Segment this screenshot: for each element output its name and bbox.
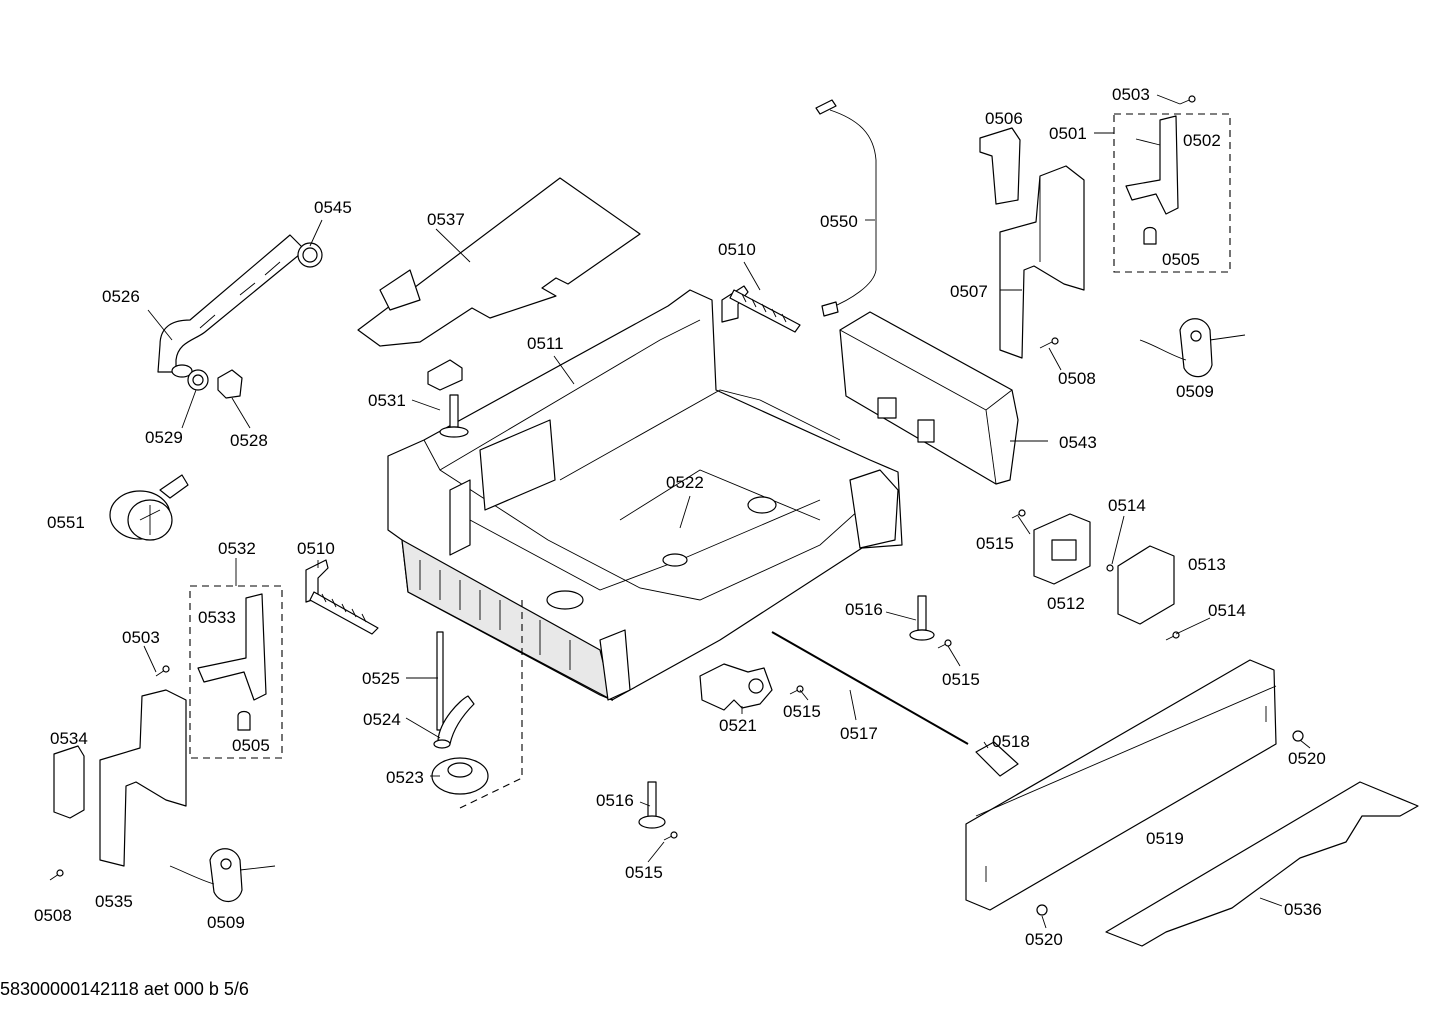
label-0526: 0526 (102, 287, 140, 306)
hinge-spring-0510-upper (721, 285, 801, 333)
bracket-0535 (99, 689, 187, 867)
label-0513: 0513 (1188, 555, 1226, 574)
label-0515-b: 0515 (942, 670, 980, 689)
label-0514-lower: 0514 (1208, 601, 1246, 620)
label-0523: 0523 (386, 768, 424, 787)
label-0509-lower: 0509 (207, 913, 245, 932)
label-0535: 0535 (95, 892, 133, 911)
cover-plate-0537 (357, 177, 641, 347)
label-0536: 0536 (1284, 900, 1322, 919)
bracket-0507 (999, 165, 1085, 359)
label-0534: 0534 (50, 729, 88, 748)
label-0514-upper: 0514 (1108, 496, 1146, 515)
label-0515-c: 0515 (783, 702, 821, 721)
label-0505-lower: 0505 (232, 736, 270, 755)
clip-0505-lower (237, 710, 251, 731)
holder-0512 (1033, 513, 1091, 585)
screw-0503-upper (1179, 95, 1196, 105)
label-0524: 0524 (363, 710, 401, 729)
cover-plate-0537-tab (379, 269, 421, 311)
screw-0515-d (663, 831, 678, 841)
label-0512: 0512 (1047, 594, 1085, 613)
label-0528: 0528 (230, 431, 268, 450)
label-0503-upper: 0503 (1112, 85, 1150, 104)
label-0520-right: 0520 (1288, 749, 1326, 768)
screw-0515-b (937, 639, 952, 649)
screw-0515-a (1011, 509, 1026, 519)
label-0532: 0532 (218, 539, 256, 558)
foot-0516-upper (909, 595, 935, 641)
bracket-0534 (53, 745, 85, 819)
label-0505-upper: 0505 (1162, 250, 1200, 269)
clip-0505-upper (1143, 226, 1157, 245)
label-0543: 0543 (1059, 433, 1097, 452)
label-0529: 0529 (145, 428, 183, 447)
electronic-module-0543 (839, 311, 1019, 485)
label-0508-upper: 0508 (1058, 369, 1096, 388)
label-0506: 0506 (985, 109, 1023, 128)
label-0507: 0507 (950, 282, 988, 301)
foot-0516-lower (638, 781, 666, 829)
label-0510-lower: 0510 (297, 539, 335, 558)
hose-clamp-0545 (297, 242, 323, 268)
base-tub-0511 (387, 289, 903, 702)
hinge-spring-0510-lower (305, 559, 379, 635)
float-0523 (431, 757, 489, 795)
cable-0550 (815, 99, 877, 317)
label-0551: 0551 (47, 513, 85, 532)
bracket-0533 (197, 593, 267, 701)
hose-holder-0528 (217, 369, 243, 399)
screw-0508-upper (1039, 337, 1059, 349)
label-0520-left: 0520 (1025, 930, 1063, 949)
label-0508-lower: 0508 (34, 906, 72, 925)
rod-0517 (771, 631, 969, 745)
cover-0513 (1117, 545, 1175, 625)
document-id-footer: 58300000142118 aet 000 b 5/6 (0, 979, 249, 999)
label-0516-lower: 0516 (596, 791, 634, 810)
label-0522: 0522 (666, 473, 704, 492)
label-0525: 0525 (362, 669, 400, 688)
label-0515-a: 0515 (976, 534, 1014, 553)
pin-0518 (975, 741, 1019, 777)
screw-0503-lower (155, 665, 170, 677)
label-0502: 0502 (1183, 131, 1221, 150)
foot-screw-0531 (427, 359, 469, 438)
pump-0551 (109, 474, 189, 541)
label-0531: 0531 (368, 391, 406, 410)
rod-0525 (436, 631, 444, 731)
drain-hose-0526 (157, 234, 306, 378)
bracket-0506 (979, 127, 1021, 205)
label-0517: 0517 (840, 724, 878, 743)
screw-0508-lower (49, 869, 64, 881)
label-0521: 0521 (719, 716, 757, 735)
label-0537: 0537 (427, 210, 465, 229)
kit-box-0501 (1113, 113, 1231, 273)
bracket-0502 (1125, 115, 1179, 215)
label-0518: 0518 (992, 732, 1030, 751)
hose-clamp-0529 (187, 369, 209, 391)
screw-0514-a (1106, 564, 1114, 572)
hinge-0509-upper (1139, 318, 1246, 378)
label-0519: 0519 (1146, 829, 1184, 848)
panel-0519 (965, 659, 1277, 911)
plinth-0536 (1105, 781, 1419, 947)
label-0509-upper: 0509 (1176, 382, 1214, 401)
label-0503-lower: 0503 (122, 628, 160, 647)
screw-0520-b (1036, 904, 1048, 916)
screw-0515-c (789, 685, 804, 695)
screw-0520-a (1292, 730, 1304, 742)
valve-0521 (699, 663, 773, 711)
hinge-0509-lower (169, 848, 276, 903)
label-0545: 0545 (314, 198, 352, 217)
leader-lines (143, 94, 1311, 929)
sensor-0524 (433, 695, 475, 749)
label-0533: 0533 (198, 608, 236, 627)
label-0510-upper: 0510 (718, 240, 756, 259)
label-0501: 0501 (1049, 124, 1087, 143)
label-0516-upper: 0516 (845, 600, 883, 619)
label-0550: 0550 (820, 212, 858, 231)
label-0511: 0511 (527, 334, 564, 353)
label-0515-d: 0515 (625, 863, 663, 882)
